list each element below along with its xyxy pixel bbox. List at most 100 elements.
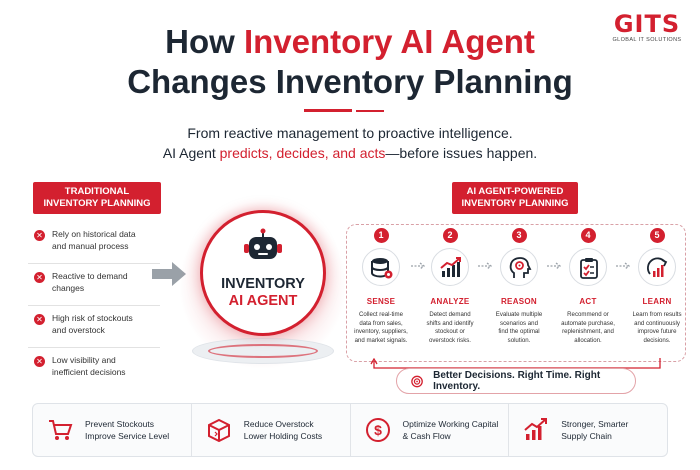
x-circle-icon: ✕ (34, 272, 45, 283)
target-icon (411, 375, 423, 387)
traditional-item: ✕ Reactive to demand changes (28, 264, 160, 306)
learning-chart-icon (647, 257, 668, 277)
desc-line: Evaluate multiple (495, 311, 543, 318)
dollar-icon: $ (365, 418, 390, 442)
step-title: SENSE (366, 297, 396, 306)
ai-heading-line2: INVENTORY PLANNING (461, 198, 569, 209)
step-title: ANALYZE (430, 297, 470, 306)
desc-line: shifts and identify (426, 319, 474, 327)
benefit-line2: Lower Holding Costs (243, 431, 323, 441)
hub-label-line1: INVENTORY (221, 276, 305, 292)
step-arrow-icon (547, 262, 562, 270)
step-number: 2 (442, 228, 458, 243)
step-number: 3 (511, 228, 527, 243)
benefit-line1: Prevent Stockouts (85, 419, 154, 429)
page-title-line1: How Inventory AI Agent (0, 24, 700, 60)
step-title: REASON (500, 297, 538, 306)
clipboard-check-icon (580, 258, 598, 279)
desc-line: inventory, suppliers, (354, 328, 408, 336)
step-icon-circle (638, 248, 676, 286)
item-line2: changes (52, 283, 85, 293)
item-line2: and manual process (52, 241, 129, 251)
traditional-item: ✕ Low visibility and inefficient decision… (28, 348, 160, 390)
desc-line: allocation. (574, 336, 602, 344)
item-line2: inefficient decisions (52, 367, 126, 377)
logo-tagline: GLOBAL IT SOLUTIONS (612, 37, 682, 43)
desc-line: Detect demand (429, 311, 471, 318)
brain-head-icon (509, 257, 532, 278)
item-line1: Rely on historical data (52, 229, 136, 239)
step-arrow-icon (411, 262, 426, 270)
traditional-list: ✕ Rely on historical data and manual proc… (28, 222, 160, 390)
traditional-item-text: Reactive to demand changes (52, 270, 128, 294)
hub-label-line2: AI AGENT (228, 293, 298, 309)
traditional-item-text: Low visibility and inefficient decisions (52, 354, 126, 378)
desc-line: Collect real-time (358, 311, 404, 318)
ai-heading-line1: AI AGENT-POWERED (466, 186, 564, 197)
subtitle-line2: AI Agent predicts, decides, and acts—bef… (0, 143, 700, 163)
svg-text:$: $ (374, 422, 382, 438)
cart-icon (49, 420, 73, 440)
step-number: 4 (580, 228, 596, 243)
subtitle-suffix: —before issues happen. (385, 145, 538, 161)
item-line1: High risk of stockouts (52, 313, 133, 323)
traditional-item: ✕ High risk of stockouts and overstock (28, 306, 160, 348)
box-icon (207, 418, 230, 443)
logo-mark: GITS (613, 10, 681, 38)
trend-chart-icon (440, 257, 461, 277)
step-arrow-icon (616, 262, 631, 270)
x-circle-icon: ✕ (34, 314, 45, 325)
step-title: ACT (579, 297, 597, 306)
desc-line: scenarios and (500, 319, 538, 327)
traditional-heading: TRADITIONAL INVENTORY PLANNING (33, 182, 161, 214)
gits-logo: GITS GLOBAL IT SOLUTIONS (608, 12, 686, 43)
robot-icon (244, 228, 282, 259)
subtitle-line1: From reactive management to proactive in… (187, 125, 513, 141)
desc-line: stockout or (435, 328, 465, 336)
benefit-line2: & Cash Flow (402, 431, 451, 441)
subtitle: From reactive management to proactive in… (0, 123, 700, 163)
step-icon-circle (431, 248, 469, 286)
subtitle-prefix: AI Agent (162, 145, 220, 161)
x-circle-icon: ✕ (34, 356, 45, 367)
step-arrow-icon (478, 262, 493, 270)
traditional-item-text: High risk of stockouts and overstock (52, 312, 133, 336)
subtitle-highlight: predicts, decides, and acts (219, 145, 386, 161)
desc-line: Learn from results (632, 311, 682, 318)
item-line1: Reactive to demand (52, 271, 128, 281)
desc-line: and continuously (634, 319, 680, 327)
outcome-pill: Better Decisions. Right Time. Right Inve… (396, 368, 636, 394)
step-icon-circle (500, 248, 538, 286)
ai-powered-heading: AI AGENT-POWERED INVENTORY PLANNING (452, 182, 578, 214)
traditional-heading-line2: INVENTORY PLANNING (43, 198, 151, 209)
desc-line: decisions. (643, 336, 671, 344)
desc-line: find the optimal (498, 328, 540, 336)
arrow-right-icon (152, 262, 186, 286)
benefit-line1: Reduce Overstock (243, 419, 314, 429)
desc-line: Recommend or (567, 311, 609, 318)
item-line2: and overstock (52, 325, 105, 335)
item-line1: Low visibility and (52, 355, 116, 365)
outcome-text: Better Decisions. Right Time. Right Inve… (433, 370, 601, 392)
desc-line: replenishment, and (562, 328, 614, 336)
desc-line: data from sales, (359, 319, 403, 327)
database-gear-icon (371, 258, 393, 279)
desc-line: automate purchase, (561, 319, 615, 327)
step-number: 5 (649, 228, 665, 243)
